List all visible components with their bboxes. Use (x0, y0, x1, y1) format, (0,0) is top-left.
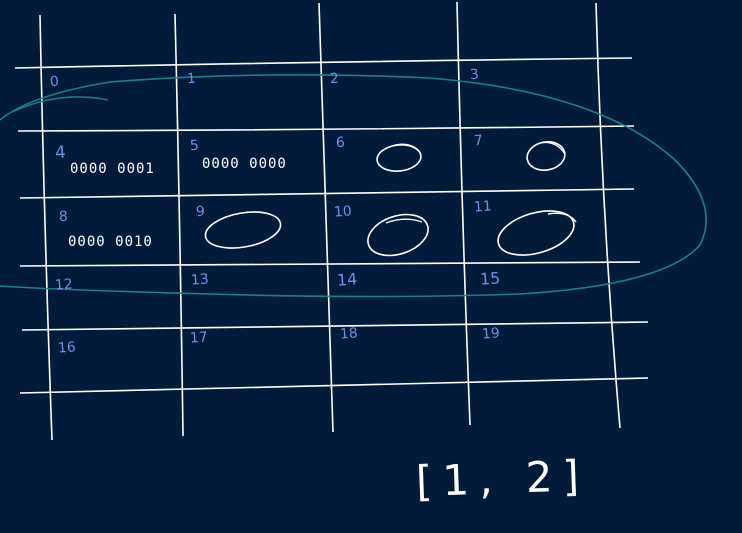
cell-number-6: 6 (335, 134, 346, 152)
cell-9-circle (204, 211, 282, 249)
cell-10-circle (367, 213, 429, 257)
cell-number-12: 12 (54, 276, 74, 294)
cell-number-17: 17 (189, 329, 209, 347)
grid-line-h-1 (14, 57, 633, 69)
grid-line-v-3 (318, 2, 334, 433)
grid-line-h-4 (19, 261, 641, 267)
cell-5-bits: 0000 0000 (202, 156, 287, 172)
grid-line-v-1 (39, 14, 53, 441)
cell-number-19: 19 (481, 325, 501, 343)
result-array: [1, 2] (415, 450, 590, 507)
cell-11-circle-tail (547, 212, 577, 223)
cell-number-4: 4 (54, 142, 67, 164)
grid-line-v-5 (595, 2, 621, 429)
cell-number-18: 18 (339, 325, 359, 343)
cell-11-circle (497, 210, 575, 256)
grid-line-v-2 (174, 13, 184, 437)
cell-number-1: 1 (186, 70, 197, 88)
grid-line-h-5 (21, 321, 649, 331)
cell-7-circle (526, 141, 566, 171)
grid-line-h-2 (17, 125, 635, 132)
highlight-loop-hook (11, 96, 109, 113)
cell-number-8: 8 (58, 208, 69, 226)
cell-8-bits: 0000 0010 (68, 234, 153, 250)
cell-number-10: 10 (333, 203, 353, 221)
grid-line-h-6 (19, 377, 649, 394)
grid-line-h-3 (19, 188, 635, 199)
grid-line-v-4 (456, 1, 471, 426)
highlight-loop (0, 74, 707, 298)
cell-number-13: 13 (190, 271, 210, 289)
cell-number-15: 15 (479, 268, 501, 289)
cell-number-11: 11 (473, 198, 493, 216)
cell-10-circle-tail (385, 218, 423, 224)
cell-7-circle-tail (539, 141, 566, 155)
cell-number-16: 16 (57, 339, 77, 357)
cell-number-0: 0 (49, 73, 60, 91)
cell-number-5: 5 (189, 137, 200, 155)
cell-number-2: 2 (329, 70, 340, 88)
cell-number-7: 7 (473, 132, 484, 150)
cell-6-circle-tail (391, 143, 419, 151)
cell-number-14: 14 (336, 269, 358, 290)
cell-number-3: 3 (469, 66, 480, 84)
cell-4-bits: 0000 0001 (70, 161, 155, 177)
cell-number-9: 9 (195, 203, 206, 221)
